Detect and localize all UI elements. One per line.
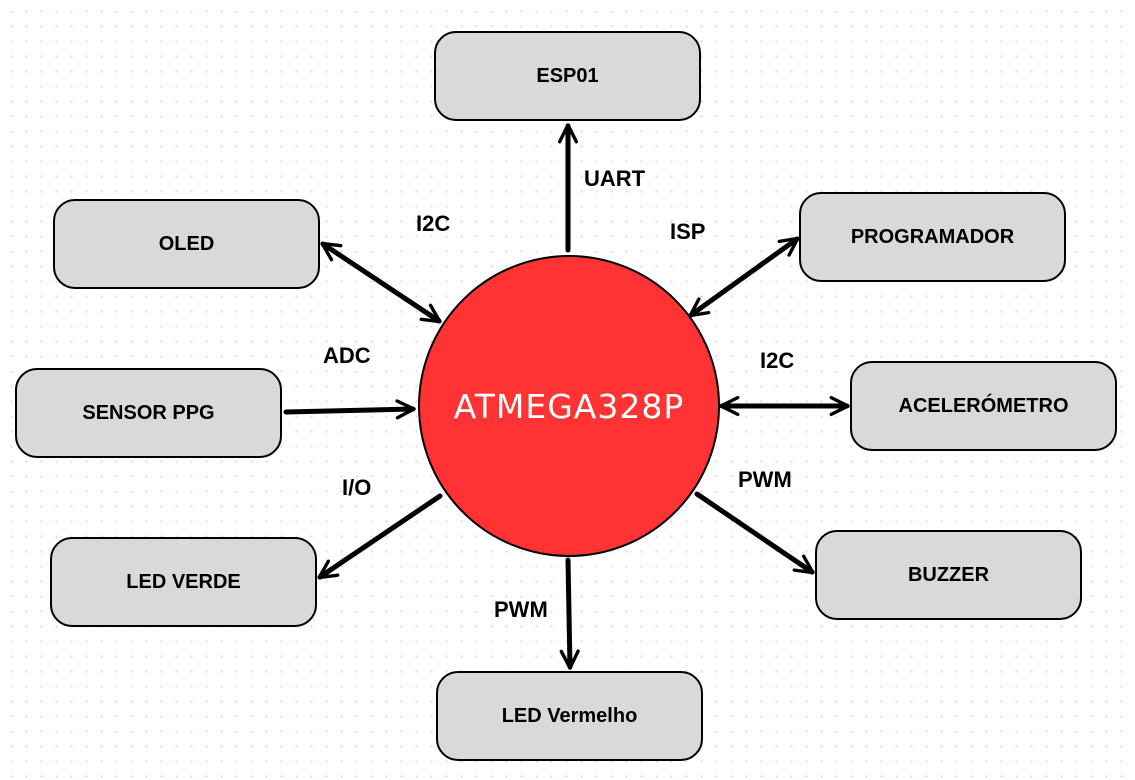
node-esp01: ESP01 xyxy=(434,31,701,121)
edge-label-sensor-ppg: ADC xyxy=(323,343,371,368)
arrow-sensor-ppg xyxy=(283,399,416,420)
edge-label-led-verde: I/O xyxy=(342,475,372,500)
mcu-label: ATMEGA328P xyxy=(453,386,685,426)
edge-label-programador: ISP xyxy=(670,219,706,244)
edge-label-acelerometro: I2C xyxy=(760,348,795,373)
edge-label-oled: I2C xyxy=(416,211,451,236)
arrow-led-vermelho xyxy=(559,557,580,670)
edge-label-esp01: UART xyxy=(584,166,646,191)
node-sensor-ppg: SENSOR PPG xyxy=(15,368,282,458)
node-programador: PROGRAMADOR xyxy=(799,192,1066,282)
arrow-programador xyxy=(688,236,800,318)
node-acelerometro: ACELERÓMETRO xyxy=(850,361,1117,451)
arrow-led-verde xyxy=(317,493,443,580)
edge-label-buzzer: PWM xyxy=(738,467,792,492)
mcu-atmega328p: ATMEGA328P xyxy=(418,255,720,557)
arrow-buzzer xyxy=(694,491,815,575)
node-oled: OLED xyxy=(53,199,320,289)
edge-label-led-vermelho: PWM xyxy=(494,597,548,622)
node-led-vermelho: LED Vermelho xyxy=(436,671,703,761)
arrow-oled xyxy=(320,241,442,324)
node-buzzer: BUZZER xyxy=(815,530,1082,620)
node-led-verde: LED VERDE xyxy=(50,537,317,627)
